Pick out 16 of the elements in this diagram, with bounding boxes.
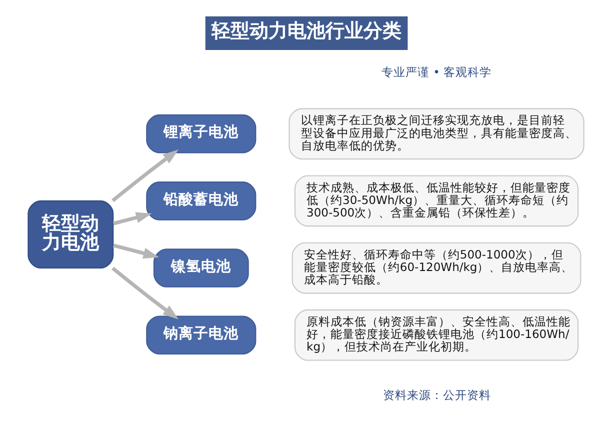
arrow — [112, 212, 152, 226]
node-box: 安全性好、循环寿命中等（约500-1000次），但能量密度较低（约60-120Wh/kg）、自放电率高、成本高于铅酸。 — [292, 242, 582, 294]
label: 专业严谨 • 客观科学 — [381, 64, 492, 79]
arrow — [112, 150, 179, 202]
arrow — [112, 266, 179, 320]
node-box: 钠离子电池 — [146, 316, 256, 354]
node-box: 镍氢电池 — [153, 248, 249, 288]
node-box: 轻型动力电池 — [28, 200, 114, 269]
node-box: 技术成熟、成本极低、低温性能较好，但能量密度低（约30-50Wh/kg）、重量大、循环寿命短（约300-500次）、含重金属铅（环保性差）。 — [294, 175, 579, 227]
node-box: 铅酸蓄电池 — [146, 182, 256, 220]
node-box: 锂离子电池 — [146, 114, 256, 154]
label: 资料来源：公开资料 — [383, 388, 492, 402]
node-box: 以锂离子在正负极之间迁移实现充放电，是目前轻型设备中应用最广泛的电池类型，具有能量密度高、自放电率低的优势。 — [288, 108, 584, 160]
arrow — [112, 244, 160, 259]
node-box: 原料成本低（钠资源丰富）、安全性高、低温性能好，能量密度接近磷酸铁锂电池（约100-160Wh/kg），但技术尚在产业化初期。 — [294, 309, 579, 361]
diagram-title: 轻型动力电池行业分类 — [212, 20, 402, 42]
